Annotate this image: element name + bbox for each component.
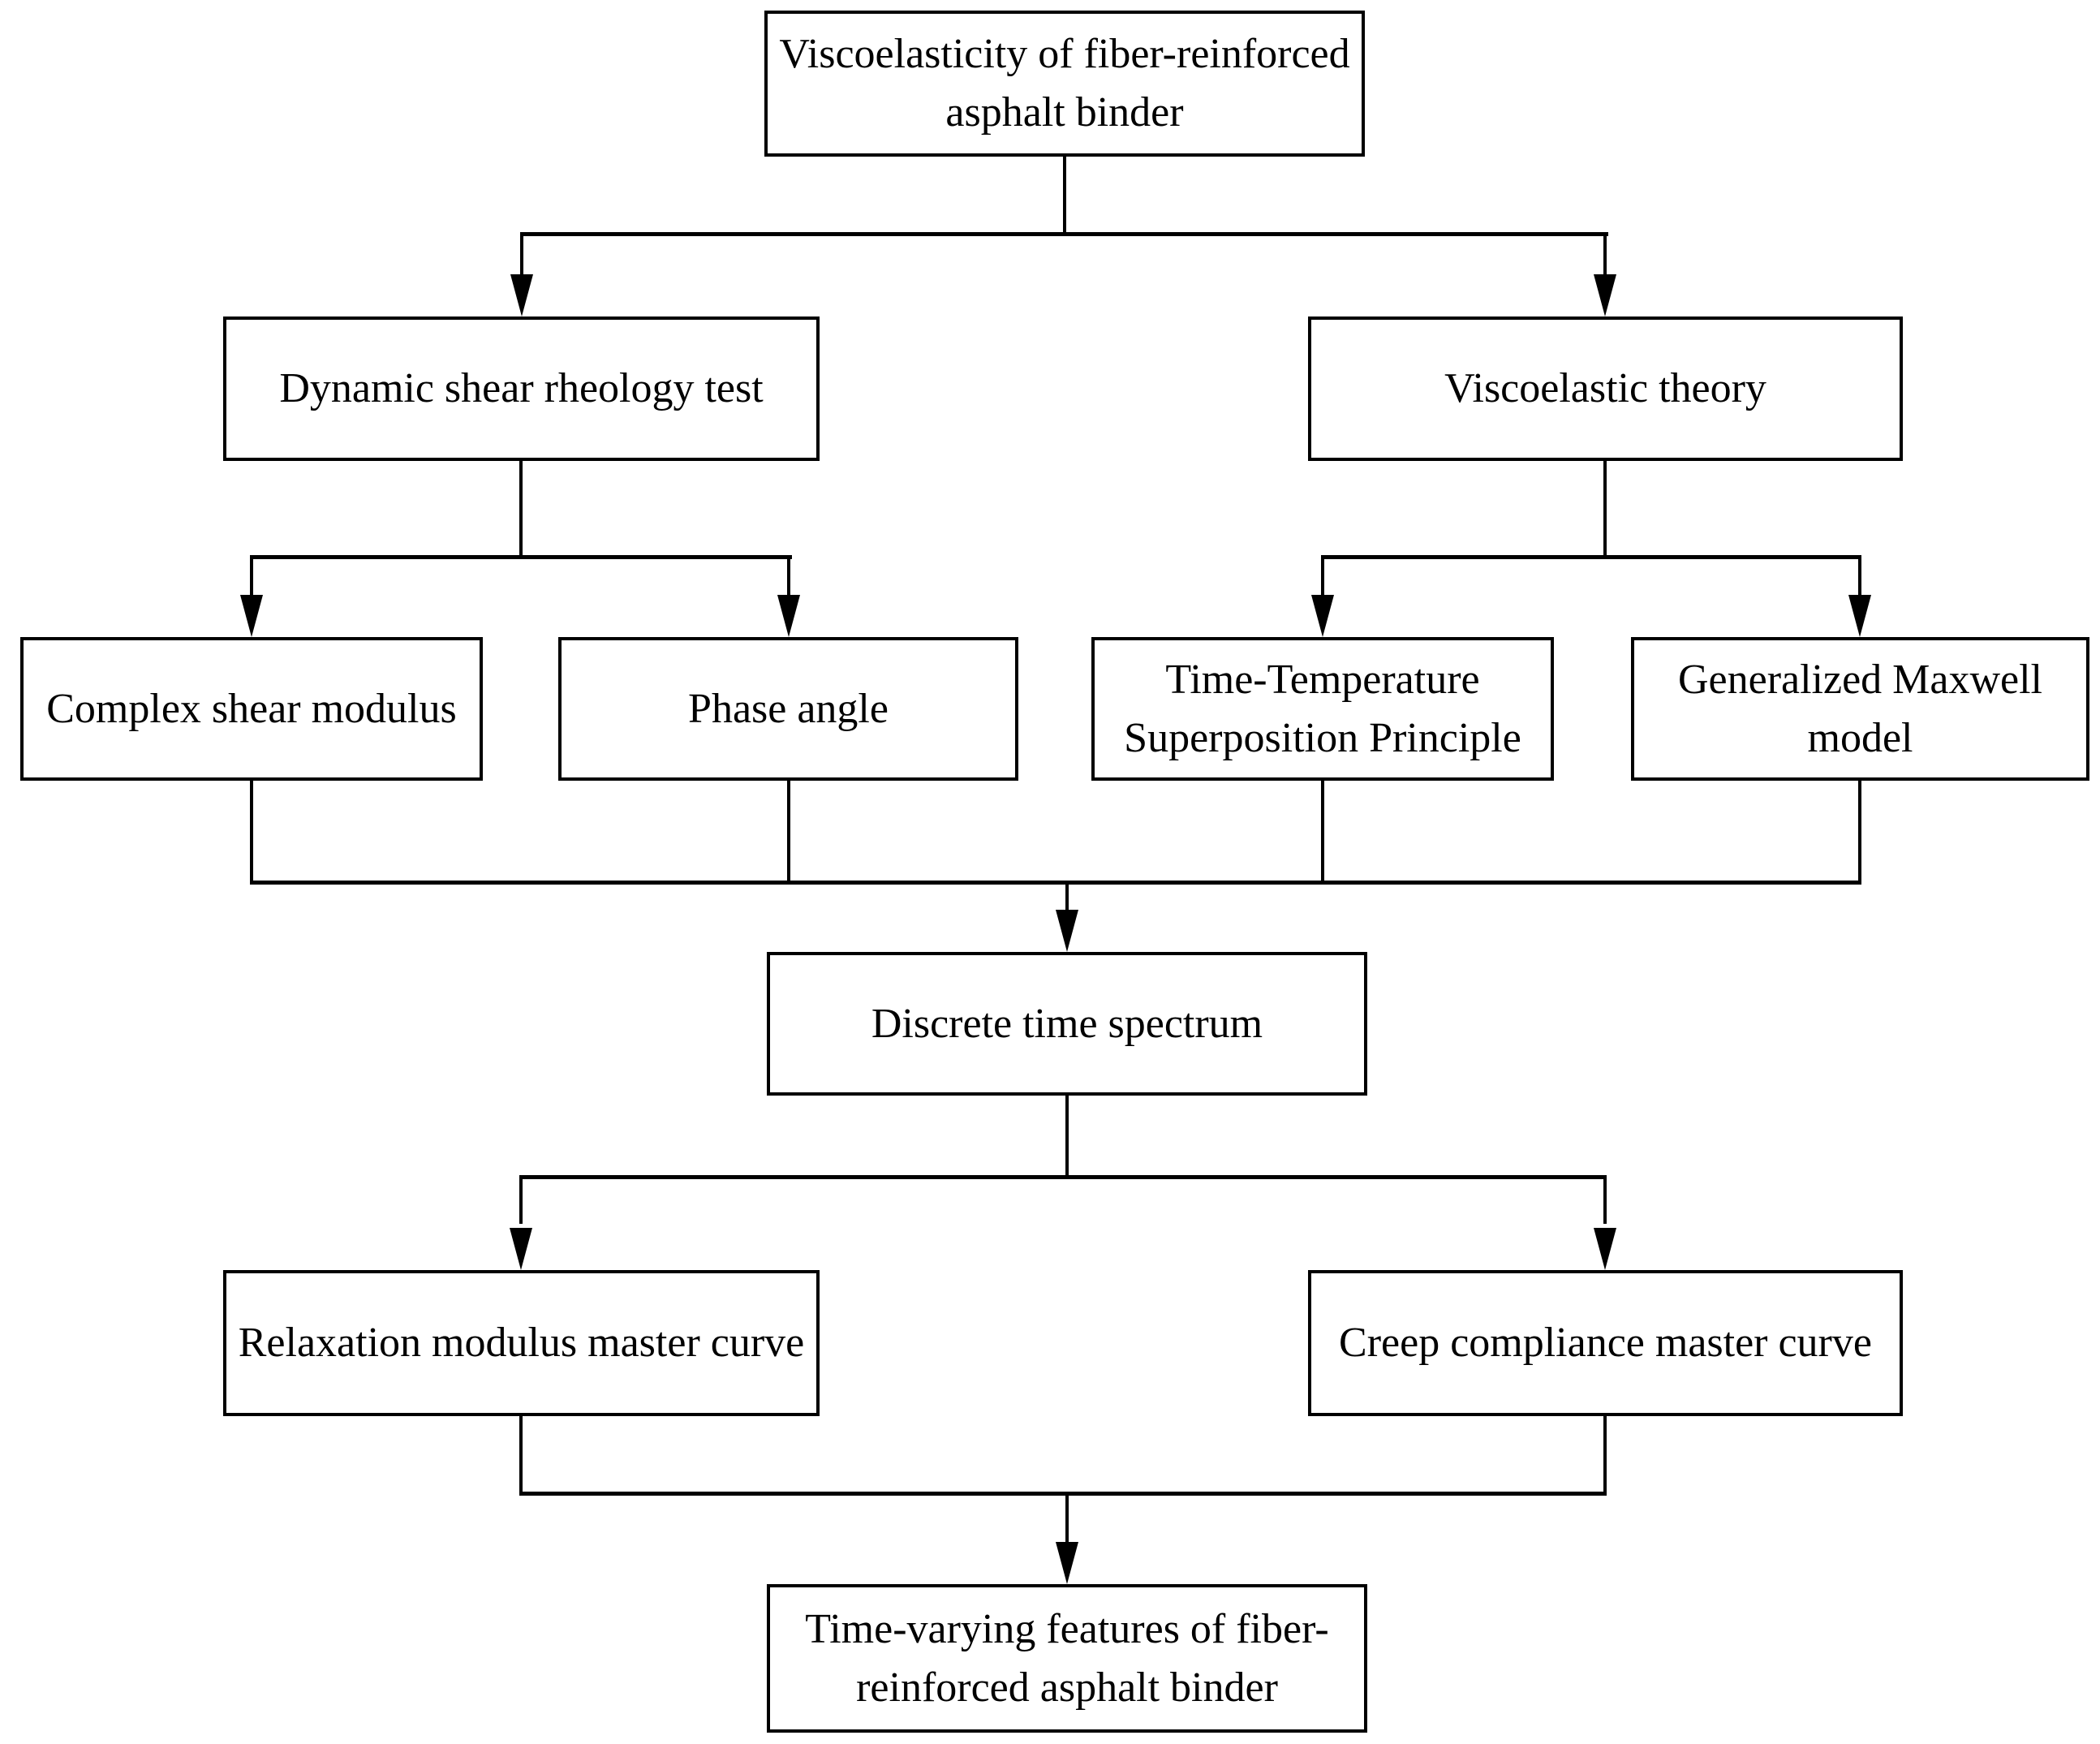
arrowhead-down-icon (1056, 1542, 1078, 1584)
arrowhead-down-icon (1594, 1228, 1616, 1270)
node-time-temperature-superposition-principle: Time-Temperature Superposition Principle (1091, 637, 1554, 781)
arrowhead-down-icon (1056, 910, 1078, 952)
edge-dts-to-ccmc-drop (1603, 1175, 1607, 1224)
edge-vt-to-ttsp-drop (1321, 555, 1324, 600)
edge-vt-to-gmm-drop (1858, 555, 1861, 600)
edge-collector-to-dts-stem (1065, 881, 1069, 917)
arrowhead-down-icon (510, 1228, 532, 1270)
arrowhead-down-icon (240, 595, 263, 637)
node-viscoelasticity-root: Viscoelasticity of fiber-reinforced asph… (764, 11, 1365, 157)
node-dynamic-shear-rheology-test: Dynamic shear rheology test (223, 317, 820, 461)
edge-ccmc-down (1603, 1415, 1607, 1496)
node-generalized-maxwell-model: Generalized Maxwell model (1631, 637, 2089, 781)
arrowhead-down-icon (777, 595, 800, 637)
edge-dsr-stem (519, 459, 523, 558)
edge-pa-down (787, 779, 790, 885)
arrowhead-down-icon (1311, 595, 1334, 637)
node-relaxation-modulus-master-curve: Relaxation modulus master curve (223, 1270, 820, 1416)
edge-dsr-split-bar (250, 555, 792, 559)
node-time-varying-features: Time-varying features of fiber-reinforce… (767, 1584, 1367, 1733)
edge-root-to-dsr-drop (520, 232, 523, 277)
edge-collector-to-tvf-stem (1065, 1492, 1069, 1544)
edge-vt-stem (1603, 459, 1607, 558)
edge-dts-split-bar (519, 1175, 1607, 1179)
edge-collector-bar-upper (250, 881, 1861, 885)
arrowhead-down-icon (1848, 595, 1871, 637)
edge-dts-to-rmmc-drop (519, 1175, 523, 1224)
edge-rmmc-down (519, 1415, 523, 1496)
node-phase-angle: Phase angle (558, 637, 1018, 781)
node-discrete-time-spectrum: Discrete time spectrum (767, 952, 1367, 1096)
edge-dts-stem (1065, 1094, 1069, 1178)
edge-ttsp-down (1321, 779, 1324, 885)
edge-root-split-bar (520, 232, 1608, 236)
arrowhead-down-icon (1594, 274, 1616, 317)
node-complex-shear-modulus: Complex shear modulus (20, 637, 483, 781)
edge-dsr-to-pa-drop (787, 555, 790, 600)
edge-dsr-to-csm-drop (250, 555, 253, 600)
edge-gmm-down (1858, 779, 1861, 885)
node-viscoelastic-theory: Viscoelastic theory (1308, 317, 1903, 461)
edge-csm-down (250, 779, 253, 885)
node-creep-compliance-master-curve: Creep compliance master curve (1308, 1270, 1903, 1416)
edge-vt-split-bar (1321, 555, 1861, 559)
edge-root-stem (1063, 155, 1066, 234)
edge-root-to-vt-drop (1603, 232, 1607, 277)
arrowhead-down-icon (510, 274, 533, 317)
edge-collector-bar-lower (519, 1492, 1607, 1496)
